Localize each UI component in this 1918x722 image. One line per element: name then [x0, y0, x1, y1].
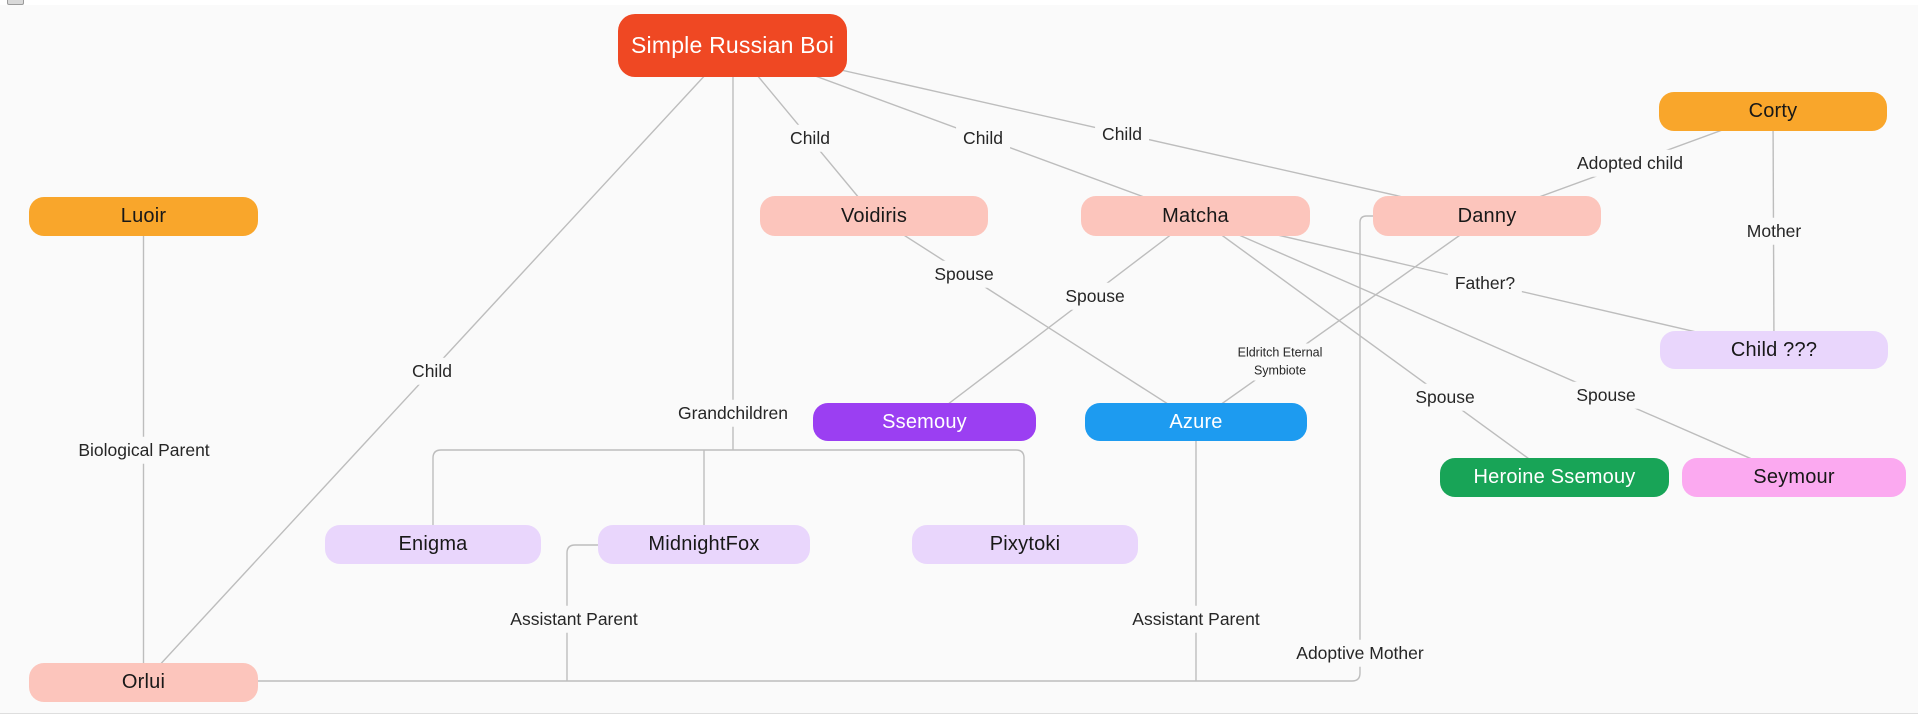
edge-matcha-seymour [1195, 215, 1795, 479]
edge-danny-azure [1195, 215, 1488, 423]
edge-label-assistant-parent: Assistant Parent [1125, 605, 1267, 633]
node-ssemouy[interactable]: Ssemouy [813, 403, 1036, 441]
edge-label-child: Child [405, 357, 459, 385]
edge-matcha-ssemouy [924, 215, 1196, 423]
edge-connector-14 [432, 449, 1025, 525]
node-danny[interactable]: Danny [1373, 196, 1601, 236]
edge-label-adoptive-mother: Adoptive Mother [1289, 639, 1431, 667]
node-enigma[interactable]: Enigma [325, 525, 541, 564]
edge-connector-16 [143, 215, 1373, 682]
node-matcha[interactable]: Matcha [1081, 196, 1310, 236]
node-corty[interactable]: Corty [1659, 92, 1887, 131]
edge-label-spouse: Spouse [927, 260, 1001, 288]
edge-label-spouse: Spouse [1569, 381, 1643, 409]
node-simple-russian-boi[interactable]: Simple Russian Boi [618, 14, 847, 77]
edge-matcha-heroine-ssemouy [1195, 215, 1555, 479]
node-pixytoki[interactable]: Pixytoki [912, 525, 1138, 564]
edge-label-child: Child [783, 124, 837, 152]
edge-label-mother: Mother [1739, 217, 1809, 245]
edge-label-assistant-parent: Assistant Parent [503, 605, 645, 633]
edge-label-adopted-child: Adopted child [1569, 149, 1691, 177]
node-seymour[interactable]: Seymour [1682, 458, 1906, 497]
edge-label-grandchildren: Grandchildren [671, 399, 795, 427]
edge-label-spouse: Spouse [1408, 383, 1482, 411]
bottom-strip [0, 713, 1918, 722]
node-midnightfox[interactable]: MidnightFox [598, 525, 810, 564]
node-luoir[interactable]: Luoir [29, 197, 258, 236]
edge-voidiris-azure [873, 215, 1197, 423]
top-strip [0, 0, 1918, 5]
edge-label-spouse: Spouse [1058, 282, 1132, 310]
node-heroine-ssemouy[interactable]: Heroine Ssemouy [1440, 458, 1669, 497]
edge-label-child: Child [1095, 120, 1149, 148]
edge-label-eldritch-eternal-symbiote: Eldritch Eternal Symbiote [1230, 343, 1330, 381]
edge-label-father: Father? [1447, 269, 1523, 297]
node-orlui[interactable]: Orlui [29, 663, 258, 702]
window-artifact [7, 0, 24, 5]
edge-label-biological-parent: Biological Parent [71, 436, 217, 464]
node-child-unknown[interactable]: Child ??? [1660, 331, 1888, 369]
node-voidiris[interactable]: Voidiris [760, 196, 988, 236]
edge-label-child: Child [956, 124, 1010, 152]
node-azure[interactable]: Azure [1085, 403, 1307, 441]
edge-connector-18 [566, 544, 598, 681]
